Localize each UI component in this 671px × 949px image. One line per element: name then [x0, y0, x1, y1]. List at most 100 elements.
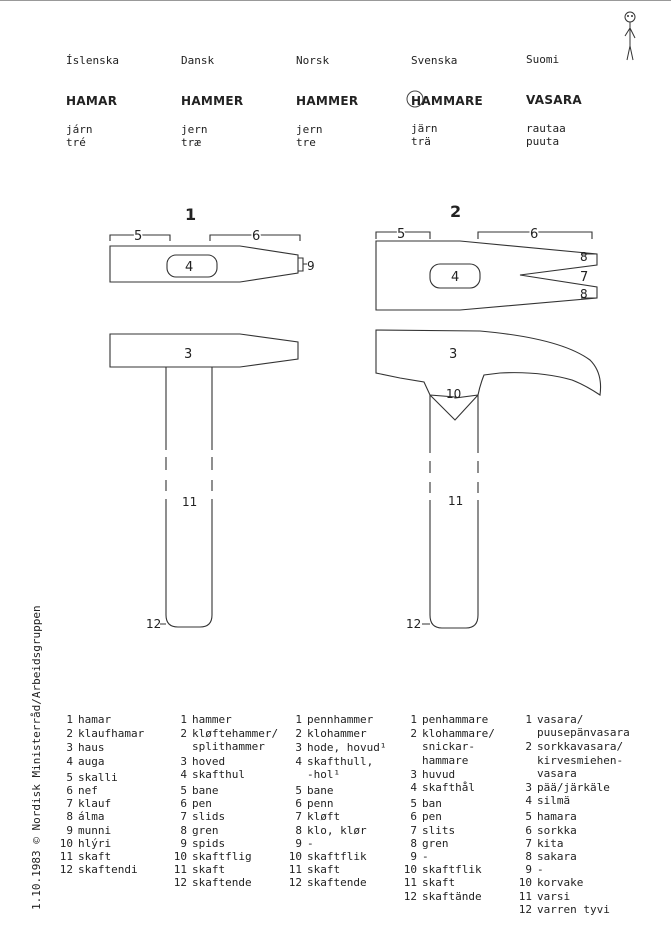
- vocab-term: klohammer: [307, 727, 367, 741]
- vocab-term: kløftehammer/: [192, 727, 279, 741]
- vocab-term: pen: [422, 810, 442, 824]
- vocab-number: 6: [410, 810, 417, 824]
- iron-no: jern: [296, 123, 323, 136]
- word-is: HAMAR: [66, 94, 118, 108]
- vocab-term: sakara: [537, 850, 577, 864]
- vocab-term: skalli: [78, 770, 118, 784]
- vocab-row: 2 kløftehammer/: [169, 727, 278, 740]
- doodle-figure-icon: [624, 11, 636, 61]
- vocab-term: klo, klør: [307, 823, 367, 837]
- vocab-number: 9: [410, 850, 417, 864]
- vocab-term: puusepänvasara: [537, 726, 630, 740]
- vocab-term: pää/järkäle: [537, 781, 610, 795]
- vocab-term: pen: [192, 797, 212, 811]
- vocab-row: vasara: [514, 767, 630, 780]
- vocab-number: 5: [66, 770, 73, 784]
- vocab-term: spids: [192, 836, 226, 850]
- vocab-row: kirvesmiehen-: [514, 754, 630, 767]
- vocab-number: 4: [525, 794, 532, 808]
- vocab-number: [514, 726, 537, 739]
- vocab-number: 6: [295, 797, 302, 811]
- iron-da: jern: [181, 123, 208, 136]
- vocab-number: 7: [525, 836, 532, 850]
- callout-3-fig1: 3: [184, 347, 192, 362]
- vocab-number: 10: [173, 850, 187, 864]
- wood-da: træ: [181, 136, 201, 149]
- vocab-term: skaftende: [307, 876, 367, 890]
- vocab-term: skaft: [192, 863, 226, 877]
- vocab-number: [514, 754, 537, 767]
- vocab-number: 12: [403, 889, 417, 903]
- vocab-number: 9: [525, 863, 532, 877]
- vocab-term: ban: [422, 797, 442, 811]
- callout-5-fig1: 5: [134, 229, 142, 244]
- vocab-number: 8: [295, 823, 302, 837]
- vocab-number: 2: [180, 727, 187, 741]
- vocab-term: skaftflik: [422, 863, 482, 877]
- iron-is: járn: [66, 123, 93, 136]
- vocab-number: 11: [403, 876, 417, 890]
- vocab-number: 12: [288, 876, 302, 890]
- vocab-term: hode, hovud¹: [307, 741, 387, 755]
- vocab-number: 12: [59, 863, 73, 877]
- vocab-number: 11: [288, 863, 302, 877]
- vocab-number: 5: [180, 784, 187, 798]
- fig1-number: 1: [185, 205, 196, 224]
- vocab-term: skaftände: [422, 889, 482, 903]
- vocab-row: 8 klo, klør: [284, 824, 386, 837]
- vocab-term: snickar-: [422, 740, 475, 754]
- vocab-number: 1: [525, 713, 532, 726]
- vocab-number: 12: [518, 902, 532, 916]
- vocab-term: korvake: [537, 876, 584, 890]
- fig2-side: [375, 329, 602, 629]
- side-credit: 1.10.1983 © Nordisk Ministerråd/Arbeidsg…: [30, 605, 43, 910]
- vocab-row: 5 skalli: [55, 771, 144, 784]
- callout-3-fig2: 3: [449, 347, 457, 362]
- callout-11-fig2: 11: [448, 494, 463, 508]
- wood-is: tré: [66, 136, 86, 149]
- vocab-row: snickar-: [399, 740, 495, 753]
- vocab-term: kløft: [307, 810, 341, 824]
- vocab-term: skaft: [78, 850, 112, 864]
- vocab-number: 7: [295, 810, 302, 824]
- word-no: HAMMER: [296, 94, 359, 108]
- vocab-number: [399, 754, 422, 767]
- vocab-term: slids: [192, 810, 226, 824]
- wood-sv: trä: [411, 135, 431, 148]
- word-da: HAMMER: [181, 94, 244, 108]
- callout-4-fig2: 4: [451, 270, 459, 285]
- vocab-number: 3: [180, 754, 187, 768]
- vocab-number: 6: [66, 784, 73, 798]
- vocab-number: 4: [180, 767, 187, 781]
- vocab-term: skafthål: [422, 781, 475, 795]
- vocab-term: huvud: [422, 767, 456, 781]
- callout-10-fig2: 10: [446, 387, 461, 401]
- callout-6-fig2: 6: [530, 227, 538, 242]
- callout-7-fig2: 7: [580, 270, 588, 285]
- vocab-term: kirvesmiehen-: [537, 753, 624, 767]
- vocab-number: 7: [180, 810, 187, 824]
- vocab-number: 10: [518, 876, 532, 890]
- vocab-number: 2: [525, 740, 532, 754]
- vocab-term: skaftflik: [307, 850, 367, 864]
